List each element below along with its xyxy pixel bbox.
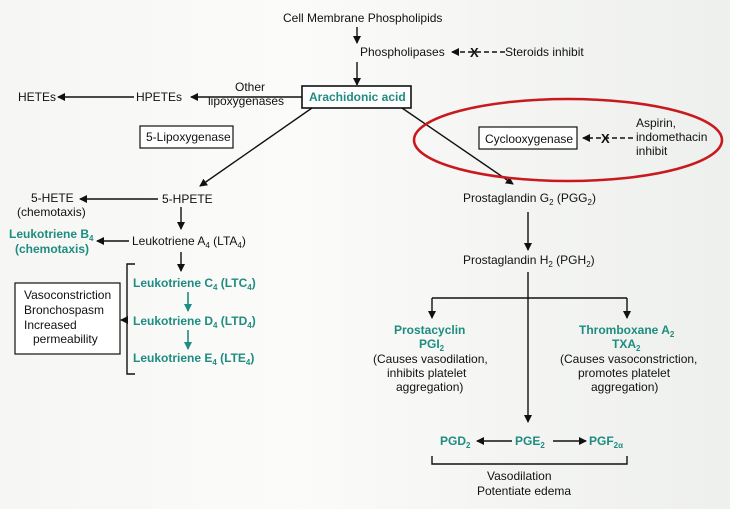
arrow-aa-to-pgg2 <box>401 107 514 185</box>
label-aspirin: Aspirin, <box>636 116 676 130</box>
label-leukotriene-d4: Leukotriene D4 (LTD4) <box>133 314 256 330</box>
label-other-lipoxygenases: Other <box>235 80 265 94</box>
arrow-aa-to-5-hpete <box>199 107 313 187</box>
label-leukotriene-c4: Leukotriene C4 (LTC4) <box>133 276 256 292</box>
label-hpetes: HPETEs <box>136 90 182 104</box>
highlight-ellipse <box>412 97 724 183</box>
label-potentiate-edema: Potentiate edema <box>477 484 571 498</box>
label-pgi2: PGI2 <box>419 337 445 353</box>
label-vasodilation: Vasodilation <box>487 469 552 483</box>
label-pgf2a: PGF2α <box>589 434 623 450</box>
inhibit-x-mark-aspirin: X <box>601 131 610 146</box>
effect-increased: Increased <box>24 318 77 332</box>
label-cyclooxygenase: Cyclooxygenase <box>485 132 573 146</box>
label-prostaglandin-g2: Prostaglandin G2 (PGG2) <box>463 191 596 207</box>
txa2-desc-2: promotes platelet <box>578 366 671 380</box>
label-prostaglandin-h2: Prostaglandin H2 (PGH2) <box>463 253 595 269</box>
label-pgd2: PGD2 <box>440 434 471 450</box>
label-thromboxane-a2: Thromboxane A2 <box>579 323 675 339</box>
label-txa2: TXA2 <box>612 337 641 353</box>
label-arachidonic-acid: Arachidonic acid <box>309 90 406 104</box>
label-hetes: HETEs <box>18 90 56 104</box>
effect-vasoconstriction: Vasoconstriction <box>24 288 111 302</box>
label-phospholipids: Cell Membrane Phospholipids <box>283 11 442 25</box>
label-steroids-inhibit: Steroids inhibit <box>505 45 584 59</box>
prostaglandin-bracket <box>431 456 628 465</box>
lipoxygenase-5-box <box>139 125 234 149</box>
label-pge2: PGE2 <box>515 434 545 450</box>
label-5-lipoxygenase: 5-Lipoxygenase <box>146 130 231 144</box>
label-inhibit: inhibit <box>636 144 668 158</box>
label-5-hete: 5-HETE <box>31 191 74 205</box>
label-5-hpete: 5-HPETE <box>162 192 213 206</box>
label-indomethacin: indomethacin <box>636 130 707 144</box>
txa2-desc-1: (Causes vasoconstriction, <box>560 352 697 366</box>
label-prostacyclin: Prostacyclin <box>394 323 465 337</box>
leukotriene-effects-box <box>14 282 121 355</box>
pgi2-desc-2: inhibits platelet <box>387 366 467 380</box>
txa2-desc-3: aggregation) <box>591 380 658 394</box>
label-5-hete-chemotaxis: (chemotaxis) <box>17 205 86 219</box>
pgi2-desc-3: aggregation) <box>396 380 463 394</box>
label-other-lipoxygenases-2: lipoxygenases <box>208 94 284 108</box>
effect-bronchospasm: Bronchospasm <box>24 303 104 317</box>
cyclooxygenase-box <box>478 126 578 150</box>
effect-permeability: permeability <box>33 332 98 346</box>
pgi2-desc-1: (Causes vasodilation, <box>373 352 488 366</box>
label-leukotriene-e4: Leukotriene E4 (LTE4) <box>133 351 254 367</box>
label-phospholipases: Phospholipases <box>360 45 445 59</box>
label-leukotriene-a4: Leukotriene A4 (LTA4) <box>132 234 246 250</box>
label-leukotriene-b4-chemotaxis: (chemotaxis) <box>15 242 89 256</box>
label-leukotriene-b4: Leukotriene B4 <box>9 227 94 243</box>
inhibit-x-mark: X <box>470 45 479 60</box>
